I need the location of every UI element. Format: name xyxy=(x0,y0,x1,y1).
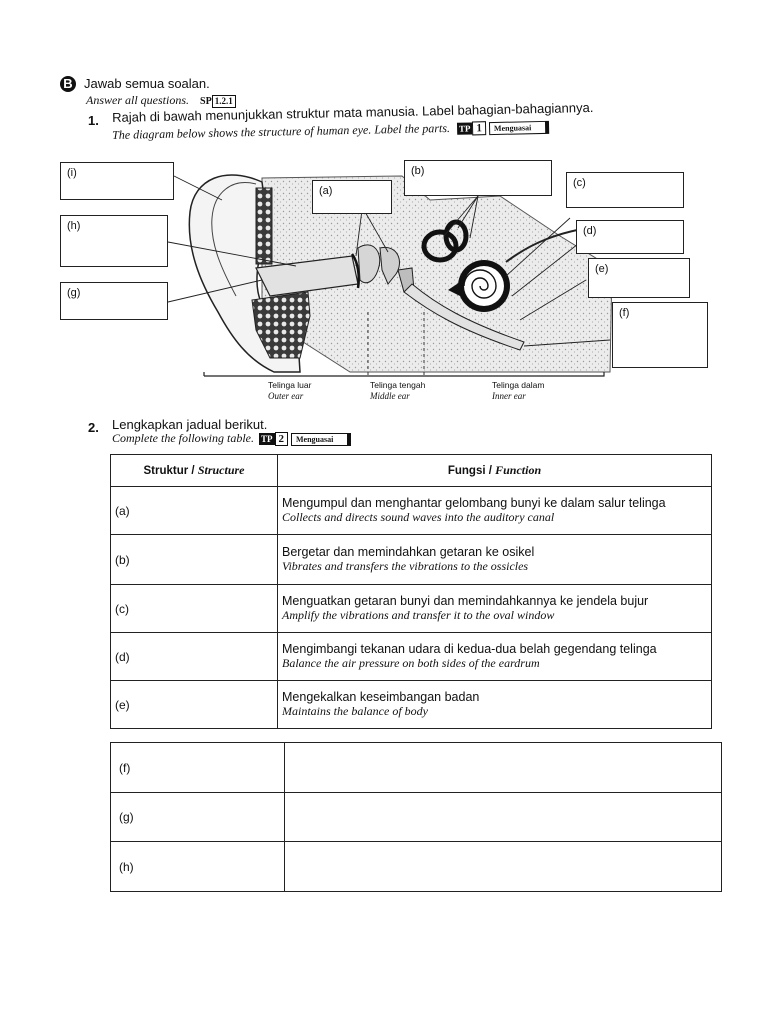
label-b: (b) xyxy=(411,165,425,177)
label-box-f[interactable]: (f) xyxy=(612,302,708,368)
answer-row-label: (h) xyxy=(110,841,285,892)
label-box-g[interactable]: (g) xyxy=(60,282,168,320)
incus xyxy=(379,246,400,285)
region-outer-ms: Telinga luar xyxy=(268,380,312,390)
answer-cell[interactable] xyxy=(284,742,722,793)
answer-cell[interactable] xyxy=(284,841,722,892)
answer-row-label: (f) xyxy=(110,742,285,793)
semicircular-canal-1 xyxy=(421,229,459,263)
table-row: (c) Menguatkan getaran bunyi dan meminda… xyxy=(110,584,712,633)
eustachian-tube xyxy=(403,283,525,351)
header-function-ms: Fungsi / xyxy=(447,465,496,477)
cartilage-upper xyxy=(255,187,273,265)
answer-row: (h) xyxy=(110,841,722,892)
table-row: (b) Bergetar dan memindahkan getaran ke … xyxy=(110,534,712,585)
label-e: (e) xyxy=(595,263,609,275)
row-label: (b) xyxy=(110,534,278,585)
row-function-en: Maintains the balance of body xyxy=(282,704,428,718)
table-row: (d) Mengimbangi tekanan udara di kedua-d… xyxy=(110,632,712,681)
row-function-en: Vibrates and transfers the vibrations to… xyxy=(282,559,529,573)
label-h: (h) xyxy=(67,220,81,232)
label-box-e[interactable]: (e) xyxy=(588,258,690,298)
q1-number: 1. xyxy=(88,113,99,128)
section-title: Jawab semua soalan. xyxy=(84,76,210,91)
header-structure-ms: Struktur / xyxy=(143,465,198,477)
label-box-i[interactable]: (i) xyxy=(60,162,174,200)
row-function-ms: Mengimbangi tekanan udara di kedua-dua b… xyxy=(282,642,657,656)
label-g: (g) xyxy=(67,287,81,299)
region-outer-ear: Telinga luar Outer ear xyxy=(268,380,311,402)
section-letter: B xyxy=(63,76,73,91)
answer-cell[interactable] xyxy=(284,792,722,842)
q2-number: 2. xyxy=(88,420,99,435)
row-function-ms: Bergetar dan memindahkan getaran ke osik… xyxy=(282,545,535,559)
region-middle-en: Middle ear xyxy=(370,391,410,401)
row-function-en: Balance the air pressure on both sides o… xyxy=(282,656,540,670)
row-label: (a) xyxy=(110,486,278,535)
row-function-ms: Mengumpul dan menghantar gelombang bunyi… xyxy=(282,496,666,510)
label-f: (f) xyxy=(619,307,630,319)
row-function: Mengumpul dan menghantar gelombang bunyi… xyxy=(277,486,712,535)
region-middle-ms: Telinga tengah xyxy=(370,380,426,390)
table-row: (a) Mengumpul dan menghantar gelombang b… xyxy=(110,486,712,535)
label-d: (d) xyxy=(583,225,597,237)
row-label: (e) xyxy=(110,680,278,729)
header-structure-en: Structure xyxy=(197,463,245,477)
header-function: Fungsi / Function xyxy=(277,454,712,487)
region-middle-ear: Telinga tengah Middle ear xyxy=(370,380,425,402)
row-function-ms: Menguatkan getaran bunyi dan memindahkan… xyxy=(282,594,649,608)
row-function-en: Collects and directs sound waves into th… xyxy=(282,510,555,524)
label-box-h[interactable]: (h) xyxy=(60,215,168,267)
section-badge: B xyxy=(60,76,76,92)
function-table: Struktur / Structure Fungsi / Function (… xyxy=(110,454,712,729)
region-outer-en: Outer ear xyxy=(268,391,304,401)
label-box-c[interactable]: (c) xyxy=(566,172,684,208)
region-inner-ms: Telinga dalam xyxy=(492,380,545,390)
eardrum xyxy=(350,253,360,289)
answer-table: (f) (g) (h) xyxy=(110,742,722,892)
row-function-en: Amplify the vibrations and transfer it t… xyxy=(282,608,555,622)
q2-tp-label: TP xyxy=(258,433,275,446)
malleus xyxy=(357,244,381,284)
row-label: (d) xyxy=(110,632,278,681)
answer-row-label: (g) xyxy=(110,792,285,842)
row-label: (c) xyxy=(110,584,278,633)
q2-text-ms: Lengkapkan jadual berikut. xyxy=(112,417,268,432)
header-function-en: Function xyxy=(495,463,542,477)
region-brace xyxy=(203,372,605,377)
q2-text-en: Complete the following table. xyxy=(112,431,254,445)
label-c: (c) xyxy=(573,177,586,189)
label-box-b[interactable]: (b) xyxy=(404,160,552,196)
row-function-ms: Mengekalkan keseimbangan badan xyxy=(282,690,480,704)
row-function: Mengimbangi tekanan udara di kedua-dua b… xyxy=(277,632,712,681)
ear-diagram xyxy=(167,174,613,377)
label-i: (i) xyxy=(67,167,77,179)
q2-tp-level: 2 xyxy=(274,432,288,447)
section-title-en-text: Answer all questions. xyxy=(86,93,190,107)
sp-code: 1.2.1 xyxy=(211,94,236,108)
row-function: Menguatkan getaran bunyi dan memindahkan… xyxy=(277,584,712,633)
answer-row: (g) xyxy=(110,792,722,842)
row-function: Bergetar dan memindahkan getaran ke osik… xyxy=(277,534,712,585)
pinna-fold xyxy=(211,182,257,297)
cartilage-lower xyxy=(251,291,311,359)
region-inner-ear: Telinga dalam Inner ear xyxy=(492,380,544,402)
region-inner-en: Inner ear xyxy=(492,391,526,401)
label-a: (a) xyxy=(319,185,333,197)
sp-prefix: SP xyxy=(200,96,212,107)
q2-mastery: Menguasai xyxy=(291,432,352,446)
header-structure: Struktur / Structure xyxy=(110,454,278,487)
answer-row: (f) xyxy=(110,742,722,793)
label-box-d[interactable]: (d) xyxy=(576,220,684,254)
label-box-a[interactable]: (a) xyxy=(312,180,392,214)
table-header-row: Struktur / Structure Fungsi / Function xyxy=(110,454,712,487)
